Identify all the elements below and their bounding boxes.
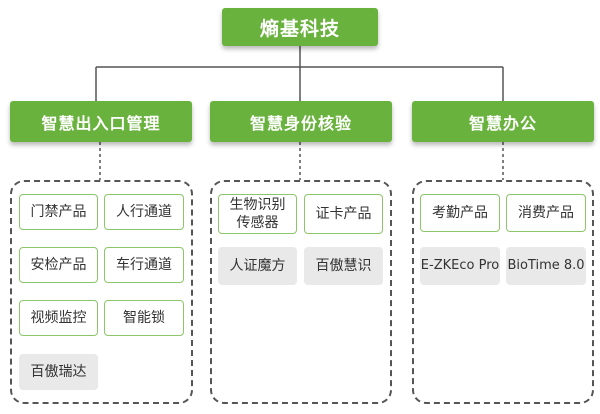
item-label: E-ZKEco Pro: [420, 258, 500, 273]
group-smart-office: [412, 180, 594, 404]
item-attendance-products: 考勤产品: [420, 194, 500, 232]
item-label: BioTime 8.0: [507, 258, 585, 273]
item-consumption-products: 消费产品: [506, 194, 586, 232]
item-label: 车行通道: [116, 257, 172, 273]
item-label: 生物识别 传感器: [229, 197, 286, 231]
item-label: 人证魔方: [229, 258, 286, 274]
item-biometric-sensor: 生物识别 传感器: [218, 194, 297, 234]
item-card-products: 证卡产品: [304, 194, 383, 234]
item-label: 百傲瑞达: [30, 364, 87, 380]
item-id-cube: 人证魔方: [218, 247, 297, 285]
category-label: 智慧出入口管理: [41, 113, 161, 133]
item-label: 门禁产品: [30, 204, 87, 220]
item-vehicle-gate: 车行通道: [104, 247, 184, 283]
item-label: 人行通道: [116, 204, 172, 220]
category-label: 智慧身份核验: [249, 113, 352, 133]
item-baiao-ruida: 百傲瑞达: [19, 354, 98, 390]
item-smart-lock: 智能锁: [104, 300, 184, 336]
item-ezkeco-pro: E-ZKEco Pro: [420, 247, 500, 285]
category-header-smart-office: 智慧办公: [412, 101, 594, 142]
item-label: 百傲慧识: [315, 258, 372, 274]
item-label: 消费产品: [518, 205, 574, 221]
category-label: 智慧办公: [468, 113, 537, 133]
group-identity-verification: [210, 180, 392, 404]
item-biotime: BioTime 8.0: [506, 247, 586, 285]
root-label: 熵基科技: [259, 17, 340, 40]
item-label: 考勤产品: [432, 205, 488, 221]
item-pedestrian-gate: 人行通道: [104, 194, 184, 230]
item-access-control: 门禁产品: [19, 194, 98, 230]
item-video-surveillance: 视频监控: [19, 300, 98, 336]
category-header-identity-verification: 智慧身份核验: [210, 101, 392, 142]
item-label: 证卡产品: [315, 206, 372, 222]
item-label: 智能锁: [123, 310, 165, 326]
group-access-management: [10, 180, 193, 404]
item-label: 安检产品: [30, 257, 87, 273]
item-security-inspection: 安检产品: [19, 247, 98, 283]
category-header-access-management: 智慧出入口管理: [10, 101, 192, 142]
item-label: 视频监控: [30, 310, 87, 326]
root-node: 熵基科技: [222, 8, 378, 46]
item-baiao-huishi: 百傲慧识: [304, 247, 383, 285]
